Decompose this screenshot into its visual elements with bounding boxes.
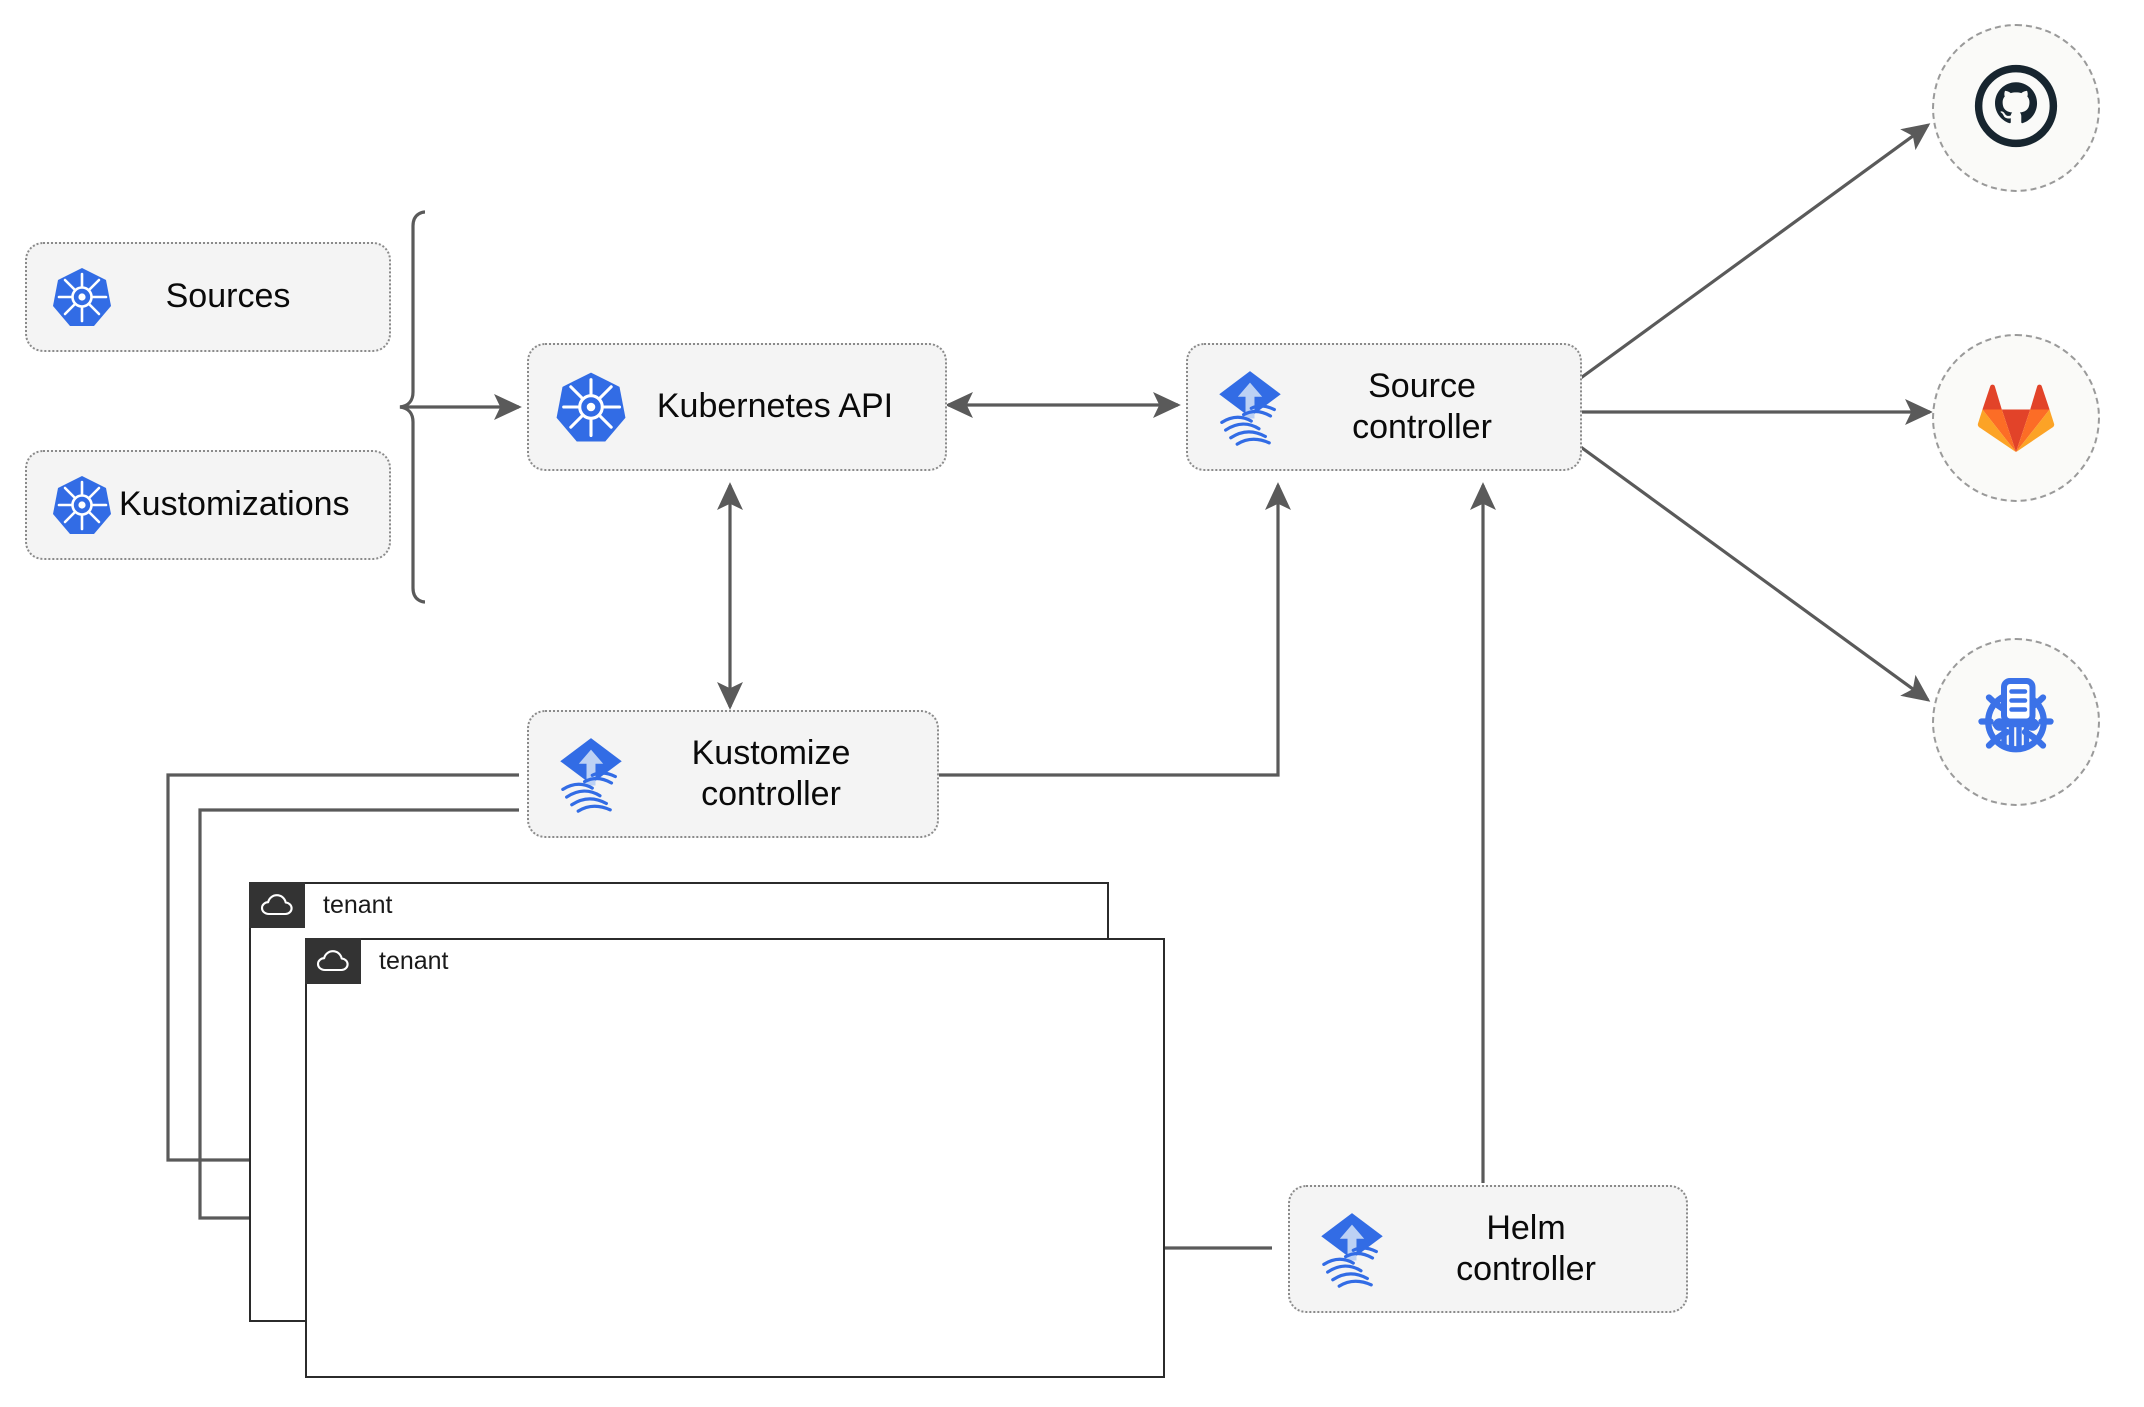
wire-source-to-github [1577,123,1931,382]
flux-icon [1204,366,1296,448]
cloud-icon [249,882,305,928]
node-label: Helm controller [1456,1208,1596,1288]
node-kustomize-controller[interactable]: Kustomize controller [527,710,939,838]
node-sources[interactable]: Sources [25,242,391,352]
flux-icon [1306,1208,1398,1290]
node-kustomizations[interactable]: Kustomizations [25,450,391,560]
cloud-icon [305,938,361,984]
wire-source-to-helm-repo [1577,443,1931,702]
kubernetes-icon [45,265,119,329]
node-label: Source controller [1352,366,1492,446]
node-label: Sources [165,277,291,316]
kubernetes-icon [45,473,119,537]
external-source-gitlab[interactable] [1932,334,2100,502]
tenant-tab: tenant [249,882,393,928]
node-source-controller[interactable]: Source controller [1186,343,1582,471]
external-source-github[interactable] [1932,24,2100,192]
node-label: Kubernetes API [656,387,894,426]
group-brace [399,210,426,604]
helm-repository-icon [1968,672,2064,773]
node-label: Kustomize controller [691,733,851,813]
node-label: Kustomizations [119,485,350,524]
tenant-label: tenant [379,946,449,975]
github-icon [1970,60,2062,157]
node-kubernetes-api[interactable]: Kubernetes API [527,343,947,471]
node-helm-controller[interactable]: Helm controller [1288,1185,1688,1313]
flux-icon [545,733,637,815]
kubernetes-icon [545,369,637,445]
tenant-container-front[interactable]: tenant [305,938,1165,1378]
tenant-label: tenant [323,890,393,919]
external-source-helm-repository[interactable] [1932,638,2100,806]
tenant-tab: tenant [305,938,449,984]
gitlab-icon [1974,376,2058,461]
wire-kustomize-to-source [938,482,1291,777]
